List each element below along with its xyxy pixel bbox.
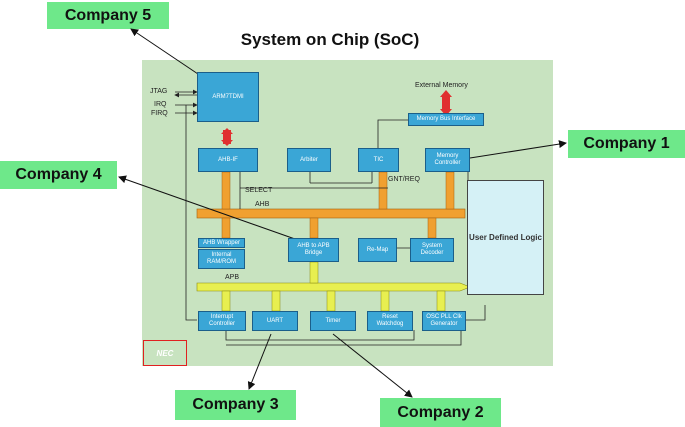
memory-controller-block: Memory Controller (425, 148, 470, 172)
callout-company-1: Company 1 (568, 130, 685, 158)
callout-company-3: Company 3 (175, 390, 296, 420)
nec-logo: NEC (143, 340, 187, 366)
reset-watchdog-block: Reset Watchdog (367, 311, 413, 331)
ahb-to-bridge (309, 217, 319, 239)
internal-ram-rom-block: Internal RAM/ROM (198, 249, 245, 269)
ahb-bus (196, 208, 466, 219)
callout-company-2: Company 2 (380, 398, 501, 427)
callout-company-4: Company 4 (0, 161, 117, 189)
memctrl-to-ahb (445, 171, 455, 210)
external-memory-label: External Memory (415, 82, 468, 89)
tic-to-ahb (378, 171, 388, 210)
apb-to-reset (380, 290, 390, 312)
ahb-label: AHB (255, 201, 270, 208)
apb-bus (196, 282, 471, 292)
select-label: SELECT (245, 187, 273, 194)
osc-pll-clock-generator-block: OSC PLL Clk Generator (422, 311, 466, 331)
diagram-title: System on Chip (SoC) (240, 30, 420, 49)
ahbif-to-ahb (221, 171, 231, 210)
memory-bus-interface-block: Memory Bus Interface (408, 113, 484, 126)
bridge-to-apb (309, 261, 319, 284)
ahb-wrapper-block: AHB Wrapper (198, 238, 245, 248)
gnt-req-label: GNT/REQ (388, 176, 420, 183)
callout-company-5: Company 5 (47, 2, 169, 29)
uart-block: UART (252, 311, 298, 331)
ahb-to-apb-bridge-block: AHB to APB Bridge (288, 238, 339, 262)
arbiter-block: Arbiter (287, 148, 331, 172)
remap-block: Re-Map (358, 238, 397, 262)
system-decoder-block: System Decoder (410, 238, 454, 262)
jtag-label: JTAG (150, 88, 168, 95)
tic-block: TIC (358, 148, 399, 172)
ahb-to-wrapper (221, 217, 231, 239)
arm-ahbif-link-body (223, 130, 231, 144)
ahb-to-decoder (427, 217, 437, 239)
apb-to-intctrl (221, 290, 231, 312)
external-memory-link (442, 96, 450, 110)
ahb-if-block: AHB-IF (198, 148, 258, 172)
arm7tdmi-block: ARM7TDMI (197, 72, 259, 122)
external-memory-link-arrows (440, 90, 452, 116)
apb-label: APB (225, 274, 240, 281)
firq-label: FIRQ (151, 110, 168, 117)
apb-to-timer (326, 290, 336, 312)
apb-to-uart (271, 290, 281, 312)
apb-to-osc (436, 290, 446, 312)
irq-label: IRQ (154, 101, 167, 108)
timer-block: Timer (310, 311, 356, 331)
interrupt-controller-block: Interrupt Controller (198, 311, 246, 331)
user-defined-logic-block: User Defined Logic (467, 180, 544, 295)
